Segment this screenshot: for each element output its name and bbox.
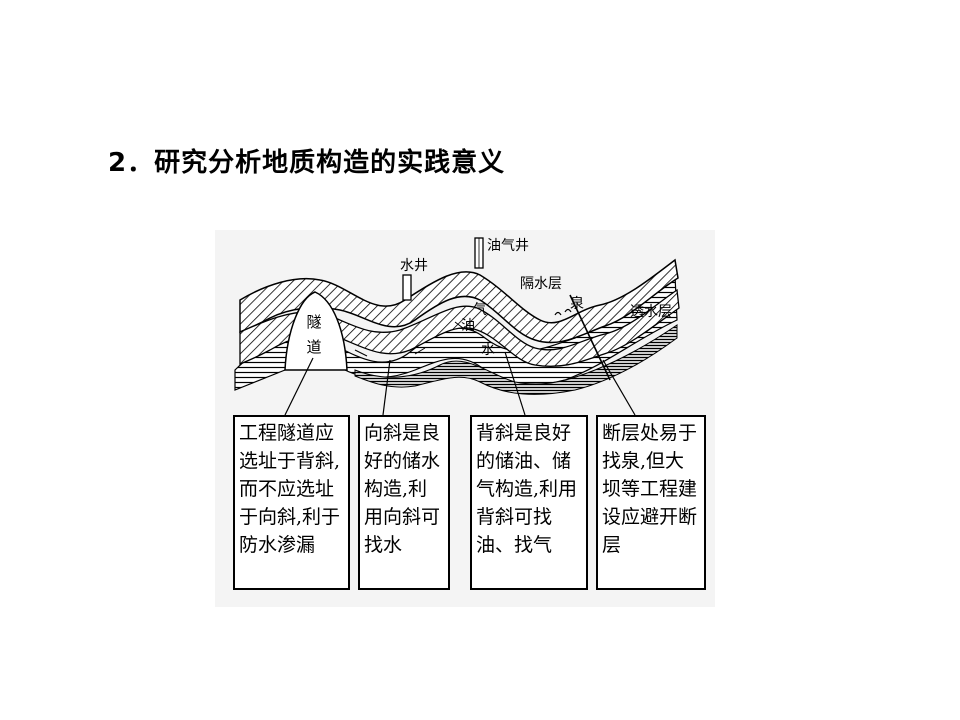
label-gas: 气	[473, 302, 487, 318]
label-spring: 泉	[570, 296, 584, 312]
note-box-anticline: 背斜是良好的储油、储气构造,利用背斜可找油、找气	[470, 415, 588, 590]
strata-drawing	[234, 237, 680, 416]
tunnel-arch	[284, 291, 348, 371]
label-oil-gas-well: 油气井	[487, 238, 529, 254]
label-water-well: 水井	[400, 258, 428, 274]
pointer-syncline	[382, 359, 391, 416]
pointer-fault	[602, 359, 636, 416]
aquifer-band	[239, 288, 680, 367]
note-box-syncline: 向斜是良好的储水构造,利用向斜可找水	[358, 415, 450, 590]
note-box-fault: 断层处易于找泉,但大坝等工程建设应避开断层	[596, 415, 706, 590]
label-water: 水	[481, 342, 495, 358]
page-title: 2．研究分析地质构造的实践意义	[108, 148, 506, 178]
flow-arrows	[354, 321, 656, 357]
water-well	[402, 274, 412, 301]
label-aquifer: 透水层	[630, 304, 672, 320]
label-aquitard: 隔水层	[520, 276, 562, 292]
fault-line	[569, 294, 611, 381]
basal-layer	[354, 324, 678, 395]
label-tunnel-2: 道	[306, 338, 322, 356]
pointer-tunnel	[284, 357, 314, 416]
label-oil: 油	[461, 318, 475, 334]
label-tunnel-1: 隧	[306, 313, 322, 331]
note-box-tunnel: 工程隧道应选址于背斜,而不应选址于向斜,利于防水渗漏	[233, 415, 350, 590]
spring-mark	[554, 308, 572, 316]
pointer-anticline	[504, 351, 526, 416]
geologic-structure-diagram: 油气井 水井 隔水层 泉 透水层 气 油 水 隧 道 工程隧道应选址于背斜,而不…	[215, 230, 715, 607]
